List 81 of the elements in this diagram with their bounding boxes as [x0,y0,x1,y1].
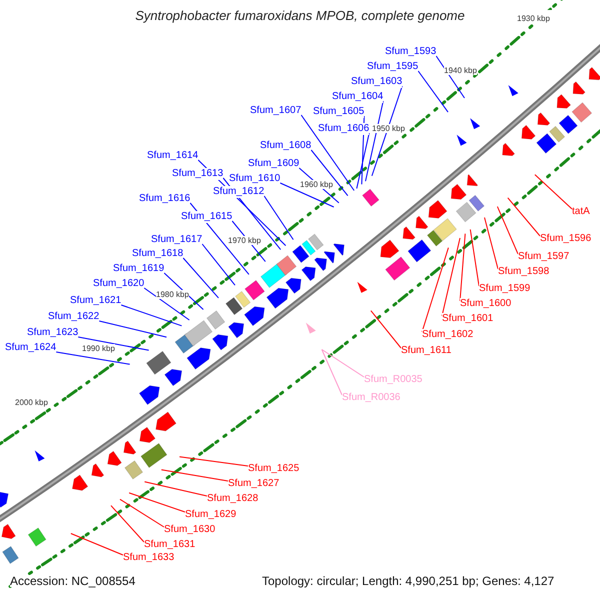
gene-label: Sfum_1614 [147,150,198,162]
gene-label: Sfum_1596 [540,233,592,245]
leader-line [144,288,190,320]
gene-label: Sfum_1618 [132,248,184,260]
tick-label: 1930 kbp [517,14,550,23]
leader-line [128,492,186,512]
leader-line [496,206,518,254]
gene-label: Sfum_1597 [518,251,570,263]
gene-label: Sfum_1623 [27,327,78,339]
tick-label: 1970 kbp [228,236,261,245]
leader-line [70,533,124,556]
tick-label: 1980 kbp [156,290,189,299]
tick-label: 1940 kbp [444,66,477,75]
gene-label: Sfum_1604 [332,91,384,103]
accession-text: Accession: NC_008554 [10,575,136,587]
leader-line [179,456,248,466]
gene-label: Sfum_1608 [260,140,312,152]
leader-line [110,505,144,542]
gene-label: Sfum_1606 [318,123,370,135]
leader-line [310,150,348,196]
gene-label: Sfum_1624 [5,342,56,354]
tick-label: 1960 kbp [300,180,333,189]
gene-label: Sfum_1627 [228,478,280,490]
leader-line [534,174,572,210]
gene-label: Sfum_1631 [144,539,196,551]
leader-line [484,217,498,270]
gene-label: Sfum_1610 [229,173,280,185]
gene-label: Sfum_1593 [385,46,436,58]
leader-line [365,100,384,182]
gene-label: Sfum_1612 [213,186,264,198]
gene-label: Sfum_1611 [401,345,452,357]
gene-label: Sfum_1622 [48,311,100,323]
leader-line [98,320,167,338]
gene-label: Sfum_1619 [113,263,164,275]
gene-label: Sfum_1625 [248,463,300,475]
leader-line [370,310,402,348]
gene-label: Sfum_1630 [164,524,216,536]
leader-line [144,481,208,496]
leader-line [160,469,228,482]
gene-label: Sfum_1621 [70,295,122,307]
genome-summary-text: Topology: circular; Length: 4,990,251 bp; Genes: 4,127 [262,575,554,587]
leader-line [120,498,164,528]
gene-label: Sfum_1607 [250,105,302,117]
leader-line [78,336,150,351]
gene-label: Sfum_1609 [248,158,300,170]
leader-line [418,70,448,113]
leader-line [56,352,130,365]
gene-label: Sfum_1615 [181,211,232,223]
tick-label: 1990 kbp [82,344,115,353]
leader-line [321,349,364,378]
gene-label: Sfum_1605 [313,106,364,118]
gene-label: Sfum_1600 [460,298,512,310]
gene-label: Sfum_R0035 [364,374,422,386]
gene-label: Sfum_1603 [351,76,402,88]
gene-label: Sfum_1620 [93,278,144,290]
leader-line [356,132,370,189]
gene-label: Sfum_1601 [442,313,494,325]
gene-label: Sfum_1628 [207,493,258,505]
gene-label: Sfum_1599 [479,283,530,295]
gene-label: Sfum_1595 [367,61,418,73]
leader-line [202,244,236,286]
gene-label: Sfum_1633 [123,552,174,564]
tick-label: 1950 kbp [372,124,405,133]
gene-label: Sfum_1617 [151,234,202,246]
gene-label: Sfum_1616 [139,193,190,205]
leader-line [507,197,540,236]
gene-label: Sfum_1613 [172,168,224,180]
leader-line [371,86,403,176]
leader-line [120,304,182,326]
gene-label: Sfum_1629 [185,509,236,521]
leader-line [182,258,219,298]
leader-line [300,114,355,191]
leader-line [164,272,204,310]
leader-line [280,182,334,208]
leader-line [321,349,342,396]
leader-line [264,196,294,240]
gene-label: Sfum_1602 [422,329,474,341]
leader-line [470,228,480,286]
tick-label: 2000 kbp [15,398,48,407]
gene-label: Sfum_R0036 [342,392,400,404]
gene-label: Sfum_1598 [498,266,550,278]
